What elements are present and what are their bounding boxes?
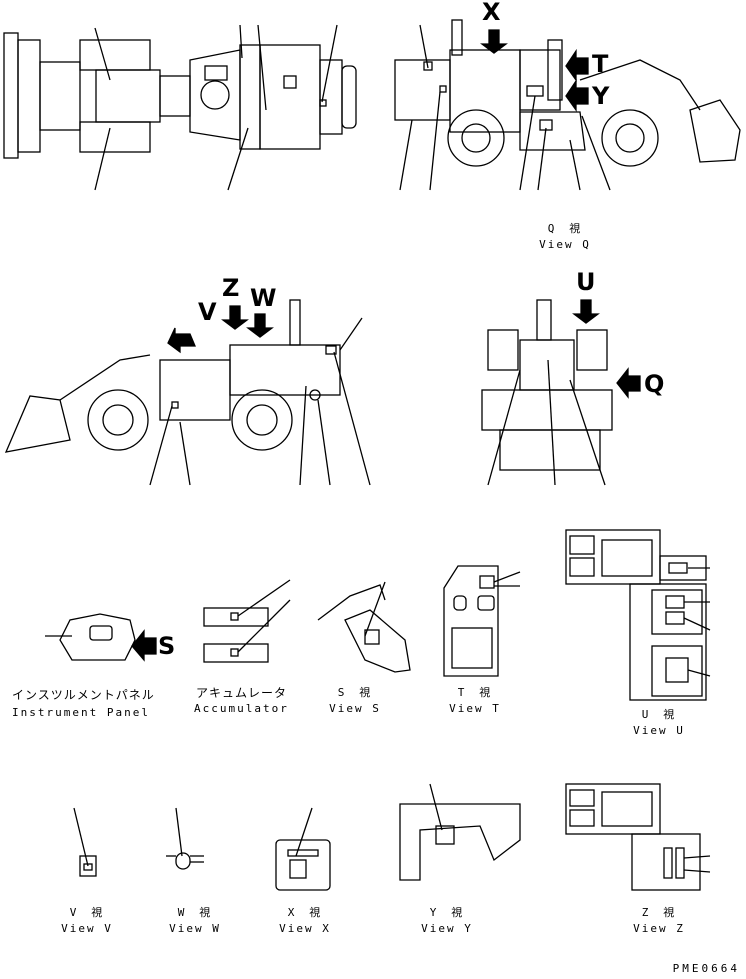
view-u-drawing bbox=[565, 529, 711, 701]
arrow-label-x: X bbox=[482, 0, 501, 26]
view-s-jp: S 視 bbox=[337, 686, 373, 699]
view-s-en: View S bbox=[329, 702, 381, 715]
accumulator-jp: アキュムレータ bbox=[196, 686, 288, 700]
view-w-jp: W 視 bbox=[177, 906, 213, 919]
arrow-label-w: W bbox=[250, 284, 277, 312]
arrow-label-y: Y bbox=[592, 82, 610, 110]
view-w-en: View W bbox=[169, 922, 221, 935]
view-v-jp: V 視 bbox=[69, 906, 105, 919]
view-y-en: View Y bbox=[421, 922, 473, 935]
view-v-en: View V bbox=[61, 922, 113, 935]
side-view-left bbox=[4, 299, 371, 486]
view-z-jp: Z 視 bbox=[641, 906, 677, 919]
top-view-loader bbox=[3, 24, 357, 191]
view-t-en: View T bbox=[449, 702, 501, 715]
instrument-panel-en: Instrument Panel bbox=[12, 706, 150, 719]
instrument-panel-jp: インスツルメントパネル bbox=[12, 688, 155, 702]
view-x-jp: X 視 bbox=[287, 906, 323, 919]
view-q-en: View Q bbox=[539, 238, 591, 251]
side-view-right bbox=[394, 19, 741, 191]
arrow-label-t: T bbox=[592, 50, 609, 78]
view-z-drawing bbox=[565, 783, 711, 891]
view-q-jp: Q 視 bbox=[547, 222, 583, 235]
view-x-en: View X bbox=[279, 922, 331, 935]
view-w-drawing bbox=[166, 807, 204, 870]
arrow-label-v: V bbox=[198, 298, 217, 326]
arrow-label-u: U bbox=[576, 268, 596, 296]
view-u-en: View U bbox=[633, 724, 685, 737]
arrow-label-q: Q bbox=[644, 370, 665, 398]
rear-view bbox=[481, 299, 641, 486]
view-x-drawing bbox=[275, 807, 331, 891]
arrow-label-z: Z bbox=[222, 274, 240, 302]
view-z-en: View Z bbox=[633, 922, 685, 935]
drawing-code: PME0664 bbox=[672, 962, 740, 975]
arrow-label-s: S bbox=[158, 632, 176, 660]
view-v-drawing bbox=[73, 807, 97, 877]
accumulator-en: Accumulator bbox=[194, 702, 289, 715]
view-y-drawing bbox=[399, 783, 521, 881]
view-u-jp: U 視 bbox=[641, 708, 677, 721]
instrument-panel-drawing bbox=[45, 613, 157, 662]
view-s-drawing bbox=[317, 581, 411, 673]
view-y-jp: Y 視 bbox=[429, 906, 465, 919]
accumulator-drawing bbox=[203, 579, 291, 663]
view-t-jp: T 視 bbox=[457, 686, 493, 699]
view-t-drawing bbox=[443, 565, 521, 677]
